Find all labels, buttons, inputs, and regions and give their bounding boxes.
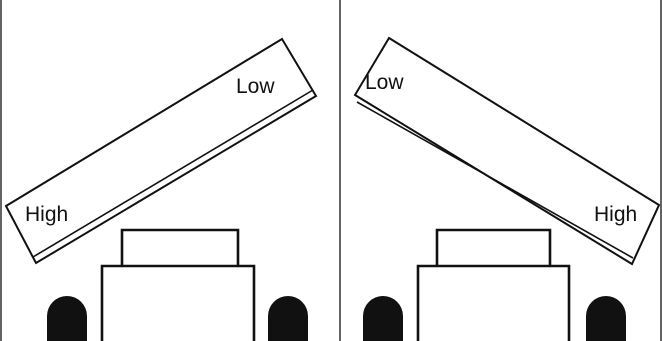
right-tilted-board (353, 36, 661, 266)
left-base-body (100, 264, 256, 341)
right-object-1 (363, 296, 403, 341)
right-board-edge (356, 101, 634, 259)
left-panel: High Low (4, 37, 318, 341)
right-object-2 (586, 296, 626, 341)
left-low-label: Low (236, 75, 275, 98)
left-tilted-board (4, 37, 318, 265)
left-base-top (120, 228, 240, 266)
right-base-body (416, 264, 571, 341)
right-high-label: High (594, 203, 637, 226)
left-base (100, 228, 256, 341)
right-base (416, 228, 571, 341)
left-object-2 (268, 296, 308, 341)
left-object-1 (47, 296, 87, 341)
right-panel: Low High (353, 36, 661, 341)
left-board-edge (32, 89, 314, 258)
right-low-label: Low (365, 71, 404, 94)
left-high-label: High (25, 203, 68, 226)
right-base-top (435, 228, 552, 266)
right-board-outline (353, 36, 661, 266)
left-board-outline (4, 37, 318, 265)
